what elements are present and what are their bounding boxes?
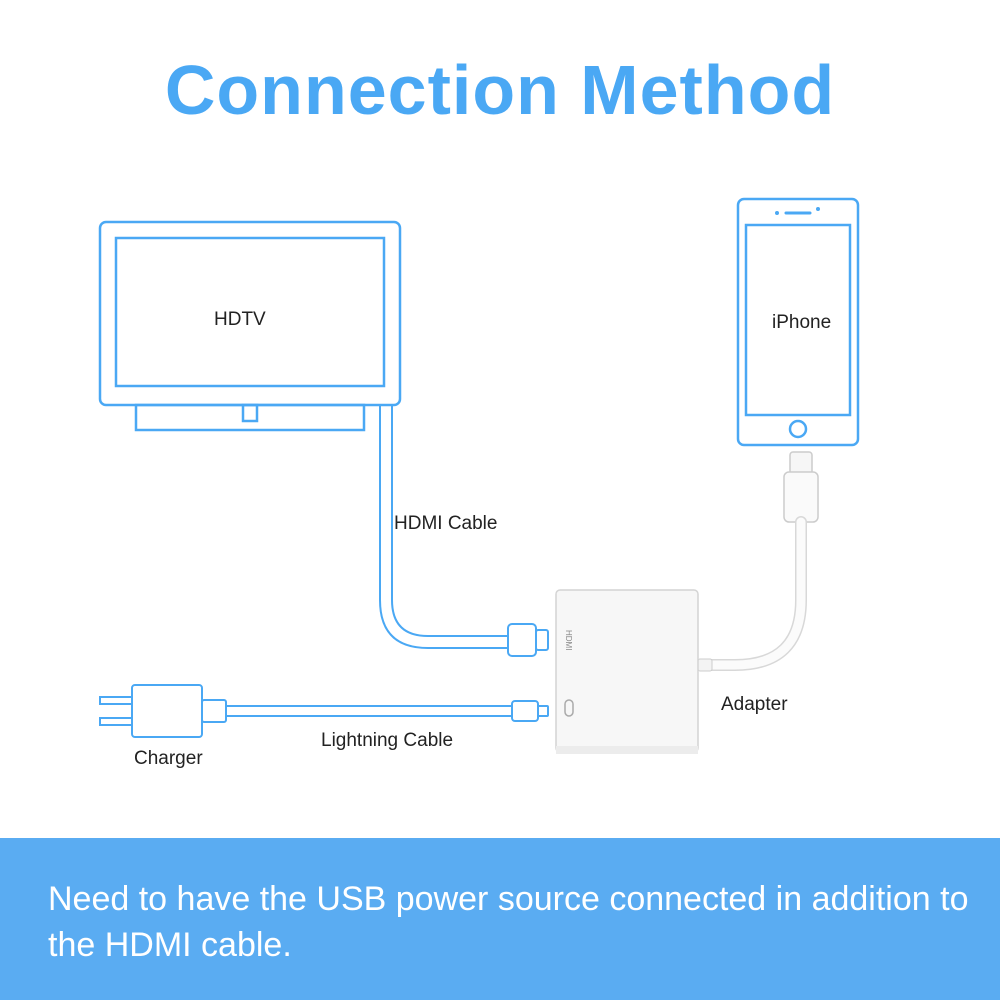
adapter-icon: [555, 589, 699, 754]
iphone-label: iPhone: [772, 312, 832, 333]
hdmi-cable-label: HDMI Cable: [394, 513, 498, 534]
lightning-cable-label: Lightning Cable: [321, 730, 454, 751]
charger-icon: [99, 684, 227, 738]
hdmi-cable: [379, 405, 510, 649]
banner-text: Need to have the USB power source connec…: [48, 880, 969, 964]
page-title: Connection Method: [164, 51, 836, 129]
charger-label: Charger: [134, 748, 203, 769]
phone-icon: [736, 197, 860, 447]
adapter-label: Adapter: [721, 694, 788, 715]
hdtv-label: HDTV: [214, 309, 266, 330]
info-banner: Need to have the USB power source connec…: [0, 838, 1000, 1000]
tv-icon: [98, 220, 402, 432]
adapter-port-label: HDMI: [564, 630, 573, 650]
hdmi-plug-icon: [507, 623, 549, 657]
connection-diagram: HDMI: [98, 197, 860, 754]
lightning-cable: [226, 700, 549, 722]
lightning-plug-icon: [697, 451, 819, 672]
